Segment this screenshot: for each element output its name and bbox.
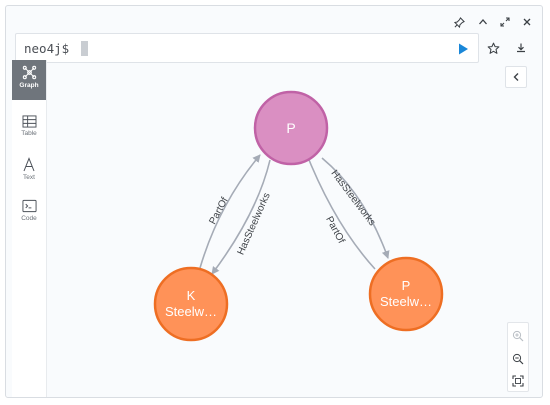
node-caption: Steelw… [165,304,217,319]
sidebar-item-label: Code [21,215,37,222]
zoom-in-icon [512,330,524,342]
close-icon[interactable] [520,15,534,29]
graph-node[interactable]: K Steelw… [153,266,229,342]
graph-icon [22,65,36,80]
node-caption: P [402,278,411,293]
play-icon [459,43,468,55]
download-icon [517,43,525,53]
collapse-up-icon[interactable] [476,15,490,29]
relationship-label: PartOf [207,196,230,227]
sidebar-item-label: Graph [19,82,39,89]
zoom-out-icon [512,353,524,365]
table-icon [22,115,36,128]
code-icon [21,199,37,213]
graph-node[interactable]: P [253,90,329,166]
star-icon [487,42,499,54]
node-caption: Steelw… [380,294,432,309]
fullscreen-icon[interactable] [498,15,512,29]
zoom-out-button[interactable] [508,348,528,370]
inspector-toggle-button[interactable] [505,66,527,88]
relationship-label: PartOf [323,215,346,246]
sidebar-item-text[interactable]: Text [12,152,46,192]
chevron-left-icon [513,73,518,81]
query-editor[interactable]: neo4j$ [15,33,479,63]
editor-prompt: neo4j$ [24,41,70,56]
favorite-button[interactable] [484,39,502,57]
fit-to-screen-button[interactable] [508,370,528,392]
editor-caret [81,41,88,56]
graph-node[interactable]: P Steelw… [368,256,444,332]
query-result-frame: neo4j$ Graph Table [5,5,543,398]
run-button[interactable] [456,42,470,56]
pin-icon[interactable] [452,15,466,29]
sidebar-item-label: Text [23,174,35,181]
graph-canvas[interactable]: PartOf HasSteelworks PartOf HasSteelwork… [47,64,542,396]
sidebar-item-code[interactable]: Code [12,194,46,234]
zoom-in-button[interactable] [508,325,528,347]
node-caption: K [187,288,196,303]
sidebar-item-graph[interactable]: Graph [12,60,46,100]
sidebar-item-label: Table [21,130,37,137]
fit-screen-icon [512,375,524,387]
sidebar-item-table[interactable]: Table [12,110,46,150]
node-caption: P [286,120,295,136]
text-icon [23,157,35,172]
zoom-controls [507,322,529,392]
view-sidebar: Graph Table Text Code [12,60,47,397]
relationship-label: HasSteelworks [236,191,273,256]
download-button[interactable] [512,39,530,57]
